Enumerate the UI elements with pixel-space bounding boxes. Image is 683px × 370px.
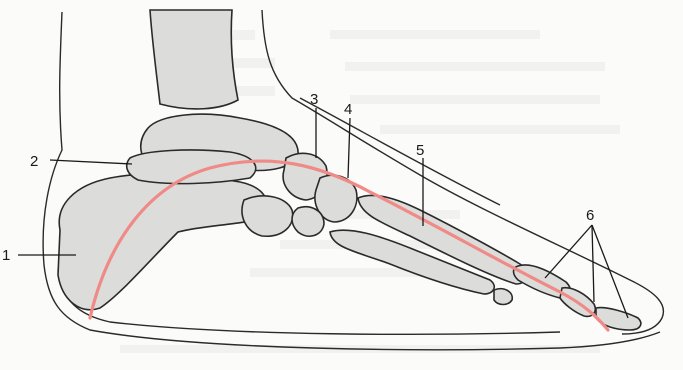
sesamoid-bone: [494, 289, 512, 305]
callout-4: 4: [344, 101, 352, 118]
cuneiform-small-bone: [292, 207, 324, 236]
callout-3: 3: [310, 91, 318, 108]
distal-phalanx-bone: [596, 308, 641, 330]
cuboid-bone: [242, 196, 293, 236]
callout-6: 6: [586, 207, 594, 224]
tibia-bone: [150, 10, 238, 109]
leader-6a: [545, 225, 592, 278]
foot-bones: [58, 10, 641, 330]
leader-6b: [592, 225, 594, 302]
calcaneus-bone: [58, 174, 267, 310]
calcaneus-upper-bone: [127, 150, 256, 184]
leader-2: [50, 160, 132, 164]
callout-1: 1: [2, 247, 10, 264]
leader-6c: [592, 225, 628, 318]
leader-4: [348, 118, 350, 178]
callout-2: 2: [30, 153, 38, 170]
callout-5: 5: [416, 142, 424, 159]
